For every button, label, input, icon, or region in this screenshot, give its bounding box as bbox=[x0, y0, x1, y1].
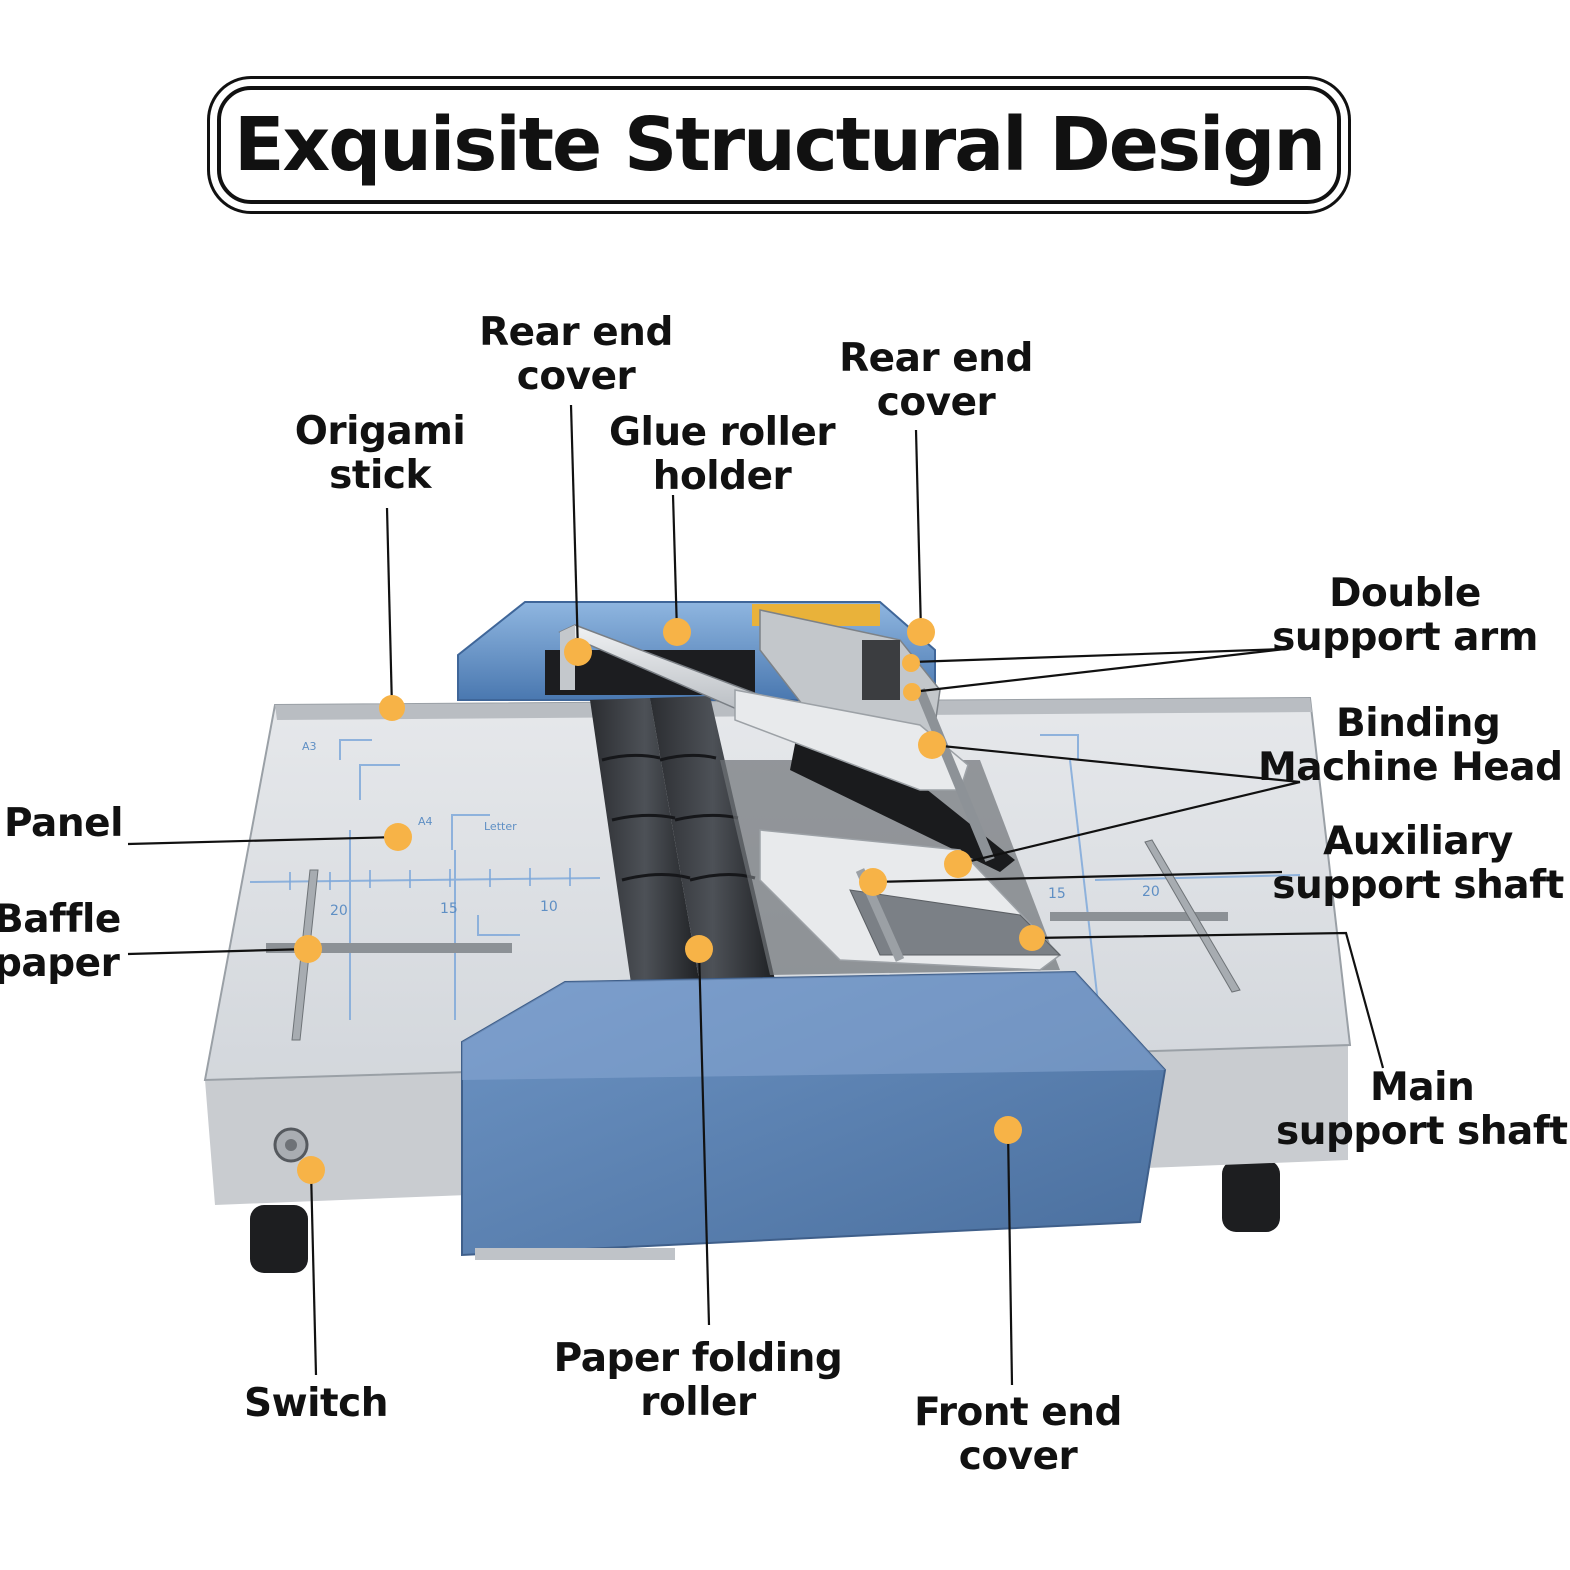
scale-mark-10-left: 10 bbox=[540, 899, 558, 915]
marker-paper-folding-roller bbox=[685, 935, 713, 963]
marker-rear-end-cover-left bbox=[564, 638, 592, 666]
right-leg bbox=[1222, 1160, 1280, 1232]
marker-double-support-arm-lower bbox=[903, 683, 921, 701]
leader-paper-folding-roller bbox=[697, 948, 711, 1326]
label-switch: Switch bbox=[243, 1381, 389, 1426]
leader-panel bbox=[127, 835, 399, 846]
marker-glue-roller-holder bbox=[663, 618, 691, 646]
paper-size-letter: Letter bbox=[484, 820, 517, 833]
marker-binding-machine-head bbox=[918, 731, 946, 759]
label-panel: Panel bbox=[4, 801, 123, 846]
marker-rear-end-cover-right bbox=[907, 618, 935, 646]
leader-rear-end-cover-left bbox=[569, 404, 580, 653]
scale-mark-20-left: 20 bbox=[330, 903, 348, 919]
folding-roller-right bbox=[650, 696, 775, 985]
leader-auxiliary-support-shaft bbox=[872, 870, 1283, 884]
leader-origami-stick bbox=[385, 507, 394, 709]
scale-mark-15-right: 15 bbox=[1048, 886, 1066, 902]
paper-size-a3: A3 bbox=[302, 740, 317, 753]
marker-main-support-shaft bbox=[1019, 925, 1045, 951]
scale-mark-20-right: 20 bbox=[1142, 884, 1160, 900]
leader-front-end-cover bbox=[1006, 1129, 1014, 1386]
main-vertical-shaft bbox=[915, 688, 995, 862]
title-banner: Exquisite Structural Design bbox=[217, 86, 1341, 204]
baffle-bar-left bbox=[266, 943, 512, 953]
marker-auxiliary-support-shaft bbox=[859, 868, 887, 896]
leader-glue-roller-holder bbox=[671, 494, 679, 633]
leader-binding-machine-head-upper bbox=[931, 743, 1301, 784]
leader-double-support-arm-lower bbox=[911, 647, 1286, 694]
paper-size-a4: A4 bbox=[418, 815, 433, 828]
marker-panel bbox=[384, 823, 412, 851]
marker-front-end-cover bbox=[994, 1116, 1022, 1144]
leader-baffle-paper bbox=[127, 947, 309, 956]
scale-mark-15-left: 15 bbox=[440, 901, 458, 917]
leader-main-support-shaft bbox=[1031, 931, 1385, 1069]
marker-switch bbox=[297, 1156, 325, 1184]
left-leg bbox=[250, 1205, 308, 1273]
marker-binding-machine-head-jaw bbox=[944, 850, 972, 878]
leader-double-support-arm-upper bbox=[911, 647, 1286, 664]
baffle-bar-right bbox=[1050, 912, 1228, 921]
leader-switch bbox=[309, 1169, 318, 1376]
marker-origami-stick bbox=[379, 695, 405, 721]
marker-baffle-paper bbox=[294, 935, 322, 963]
baffle-rod-right bbox=[1144, 839, 1241, 993]
page-title: Exquisite Structural Design bbox=[233, 102, 1326, 188]
folding-roller-left bbox=[590, 698, 700, 990]
leader-rear-end-cover-right bbox=[914, 429, 923, 633]
aux-shaft-bracket bbox=[849, 889, 1062, 956]
marker-double-support-arm-upper bbox=[902, 654, 920, 672]
leader-binding-machine-head-lower bbox=[957, 780, 1301, 866]
